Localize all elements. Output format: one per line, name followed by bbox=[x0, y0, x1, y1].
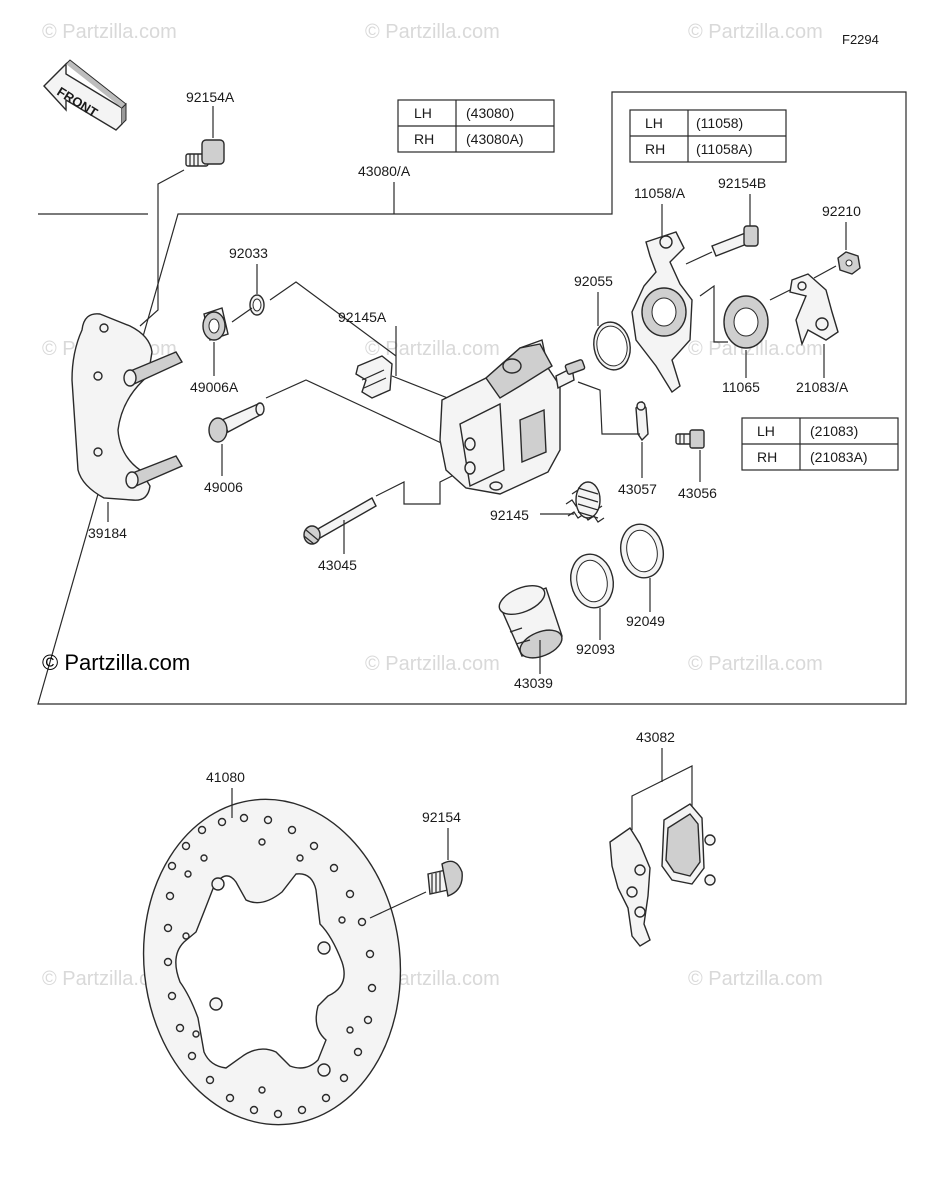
table-cell: (21083) bbox=[810, 423, 858, 439]
label-92055: 92055 bbox=[574, 273, 613, 289]
watermark: © Partzilla.com bbox=[688, 338, 823, 360]
table-cell: (43080) bbox=[466, 105, 514, 121]
watermark: © Partzilla.com bbox=[42, 21, 177, 43]
bracket-21083 bbox=[789, 273, 839, 347]
boot-49006A bbox=[202, 307, 229, 341]
pad-spring-92145A bbox=[355, 355, 393, 399]
bolt-92154B bbox=[711, 225, 759, 257]
o-ring-92055 bbox=[593, 321, 631, 371]
caliper-assy-table: LH (43080) RH (43080A) bbox=[397, 99, 555, 153]
bracket-table: LH (21083) RH (21083A) bbox=[741, 417, 899, 471]
label-43056: 43056 bbox=[678, 485, 717, 501]
copyright-text: © Partzilla.com bbox=[42, 650, 190, 675]
seal-92093 bbox=[570, 553, 614, 609]
brake-disc-41080 bbox=[142, 798, 402, 1126]
watermark: © Partzilla.com bbox=[42, 968, 177, 990]
bolt-92154 bbox=[427, 860, 463, 897]
table-cell: (11058A) bbox=[696, 141, 753, 157]
pin-43045 bbox=[303, 497, 377, 545]
watermark: © Partzilla.com bbox=[365, 21, 500, 43]
table-cell: LH bbox=[645, 115, 663, 131]
nut-92210 bbox=[837, 251, 861, 275]
label-41080: 41080 bbox=[206, 769, 245, 785]
seal-92049 bbox=[620, 523, 664, 579]
holder-11058 bbox=[631, 231, 693, 394]
label-49006A: 49006A bbox=[190, 379, 239, 395]
table-cell: RH bbox=[757, 449, 777, 465]
table-cell: RH bbox=[414, 131, 434, 147]
watermark: © Partzilla.com bbox=[688, 21, 823, 43]
holder-table: LH (11058) RH (11058A) bbox=[629, 109, 787, 163]
label-92145: 92145 bbox=[490, 507, 529, 523]
label-21083: 21083/A bbox=[796, 379, 849, 395]
bleeder-43056 bbox=[675, 429, 705, 449]
label-43080: 43080/A bbox=[358, 163, 411, 179]
label-43039: 43039 bbox=[514, 675, 553, 691]
label-92033: 92033 bbox=[229, 245, 268, 261]
pin-49006 bbox=[208, 402, 265, 443]
piston-43039 bbox=[498, 584, 563, 659]
diagram-code: F2294 bbox=[842, 32, 879, 47]
spring-92145 bbox=[565, 481, 605, 523]
front-arrow-icon: FRONT bbox=[43, 59, 127, 131]
bolt-92154A bbox=[185, 139, 225, 167]
label-43082: 43082 bbox=[636, 729, 675, 745]
table-cell: LH bbox=[757, 423, 775, 439]
table-cell: (21083A) bbox=[810, 449, 868, 465]
table-cell: (43080A) bbox=[466, 131, 524, 147]
watermark: © Partzilla.com bbox=[365, 338, 500, 360]
caliper-bracket-39184 bbox=[71, 313, 184, 501]
watermark: © Partzilla.com bbox=[365, 653, 500, 675]
caliper-body bbox=[439, 339, 586, 495]
table-cell: RH bbox=[645, 141, 665, 157]
table-cell: (11058) bbox=[696, 115, 743, 131]
label-43045: 43045 bbox=[318, 557, 357, 573]
label-92210: 92210 bbox=[822, 203, 861, 219]
boot-11065 bbox=[723, 295, 769, 349]
label-92093: 92093 bbox=[576, 641, 615, 657]
label-92145A: 92145A bbox=[338, 309, 387, 325]
watermarks: © Partzilla.com © Partzilla.com © Partzi… bbox=[42, 21, 823, 990]
table-cell: LH bbox=[414, 105, 432, 121]
caliper-assembly-frame bbox=[37, 91, 907, 705]
watermark: © Partzilla.com bbox=[688, 968, 823, 990]
label-39184: 39184 bbox=[88, 525, 127, 541]
label-92154A: 92154A bbox=[186, 89, 235, 105]
label-11058: 11058/A bbox=[634, 185, 686, 201]
watermark: © Partzilla.com bbox=[688, 653, 823, 675]
bleeder-cap-43057 bbox=[635, 400, 649, 442]
label-92154B: 92154B bbox=[718, 175, 766, 191]
label-92049: 92049 bbox=[626, 613, 665, 629]
label-49006: 49006 bbox=[204, 479, 243, 495]
brake-pads-43082 bbox=[609, 803, 716, 947]
label-43057: 43057 bbox=[618, 481, 657, 497]
label-92154: 92154 bbox=[422, 809, 461, 825]
label-11065: 11065 bbox=[722, 379, 760, 395]
